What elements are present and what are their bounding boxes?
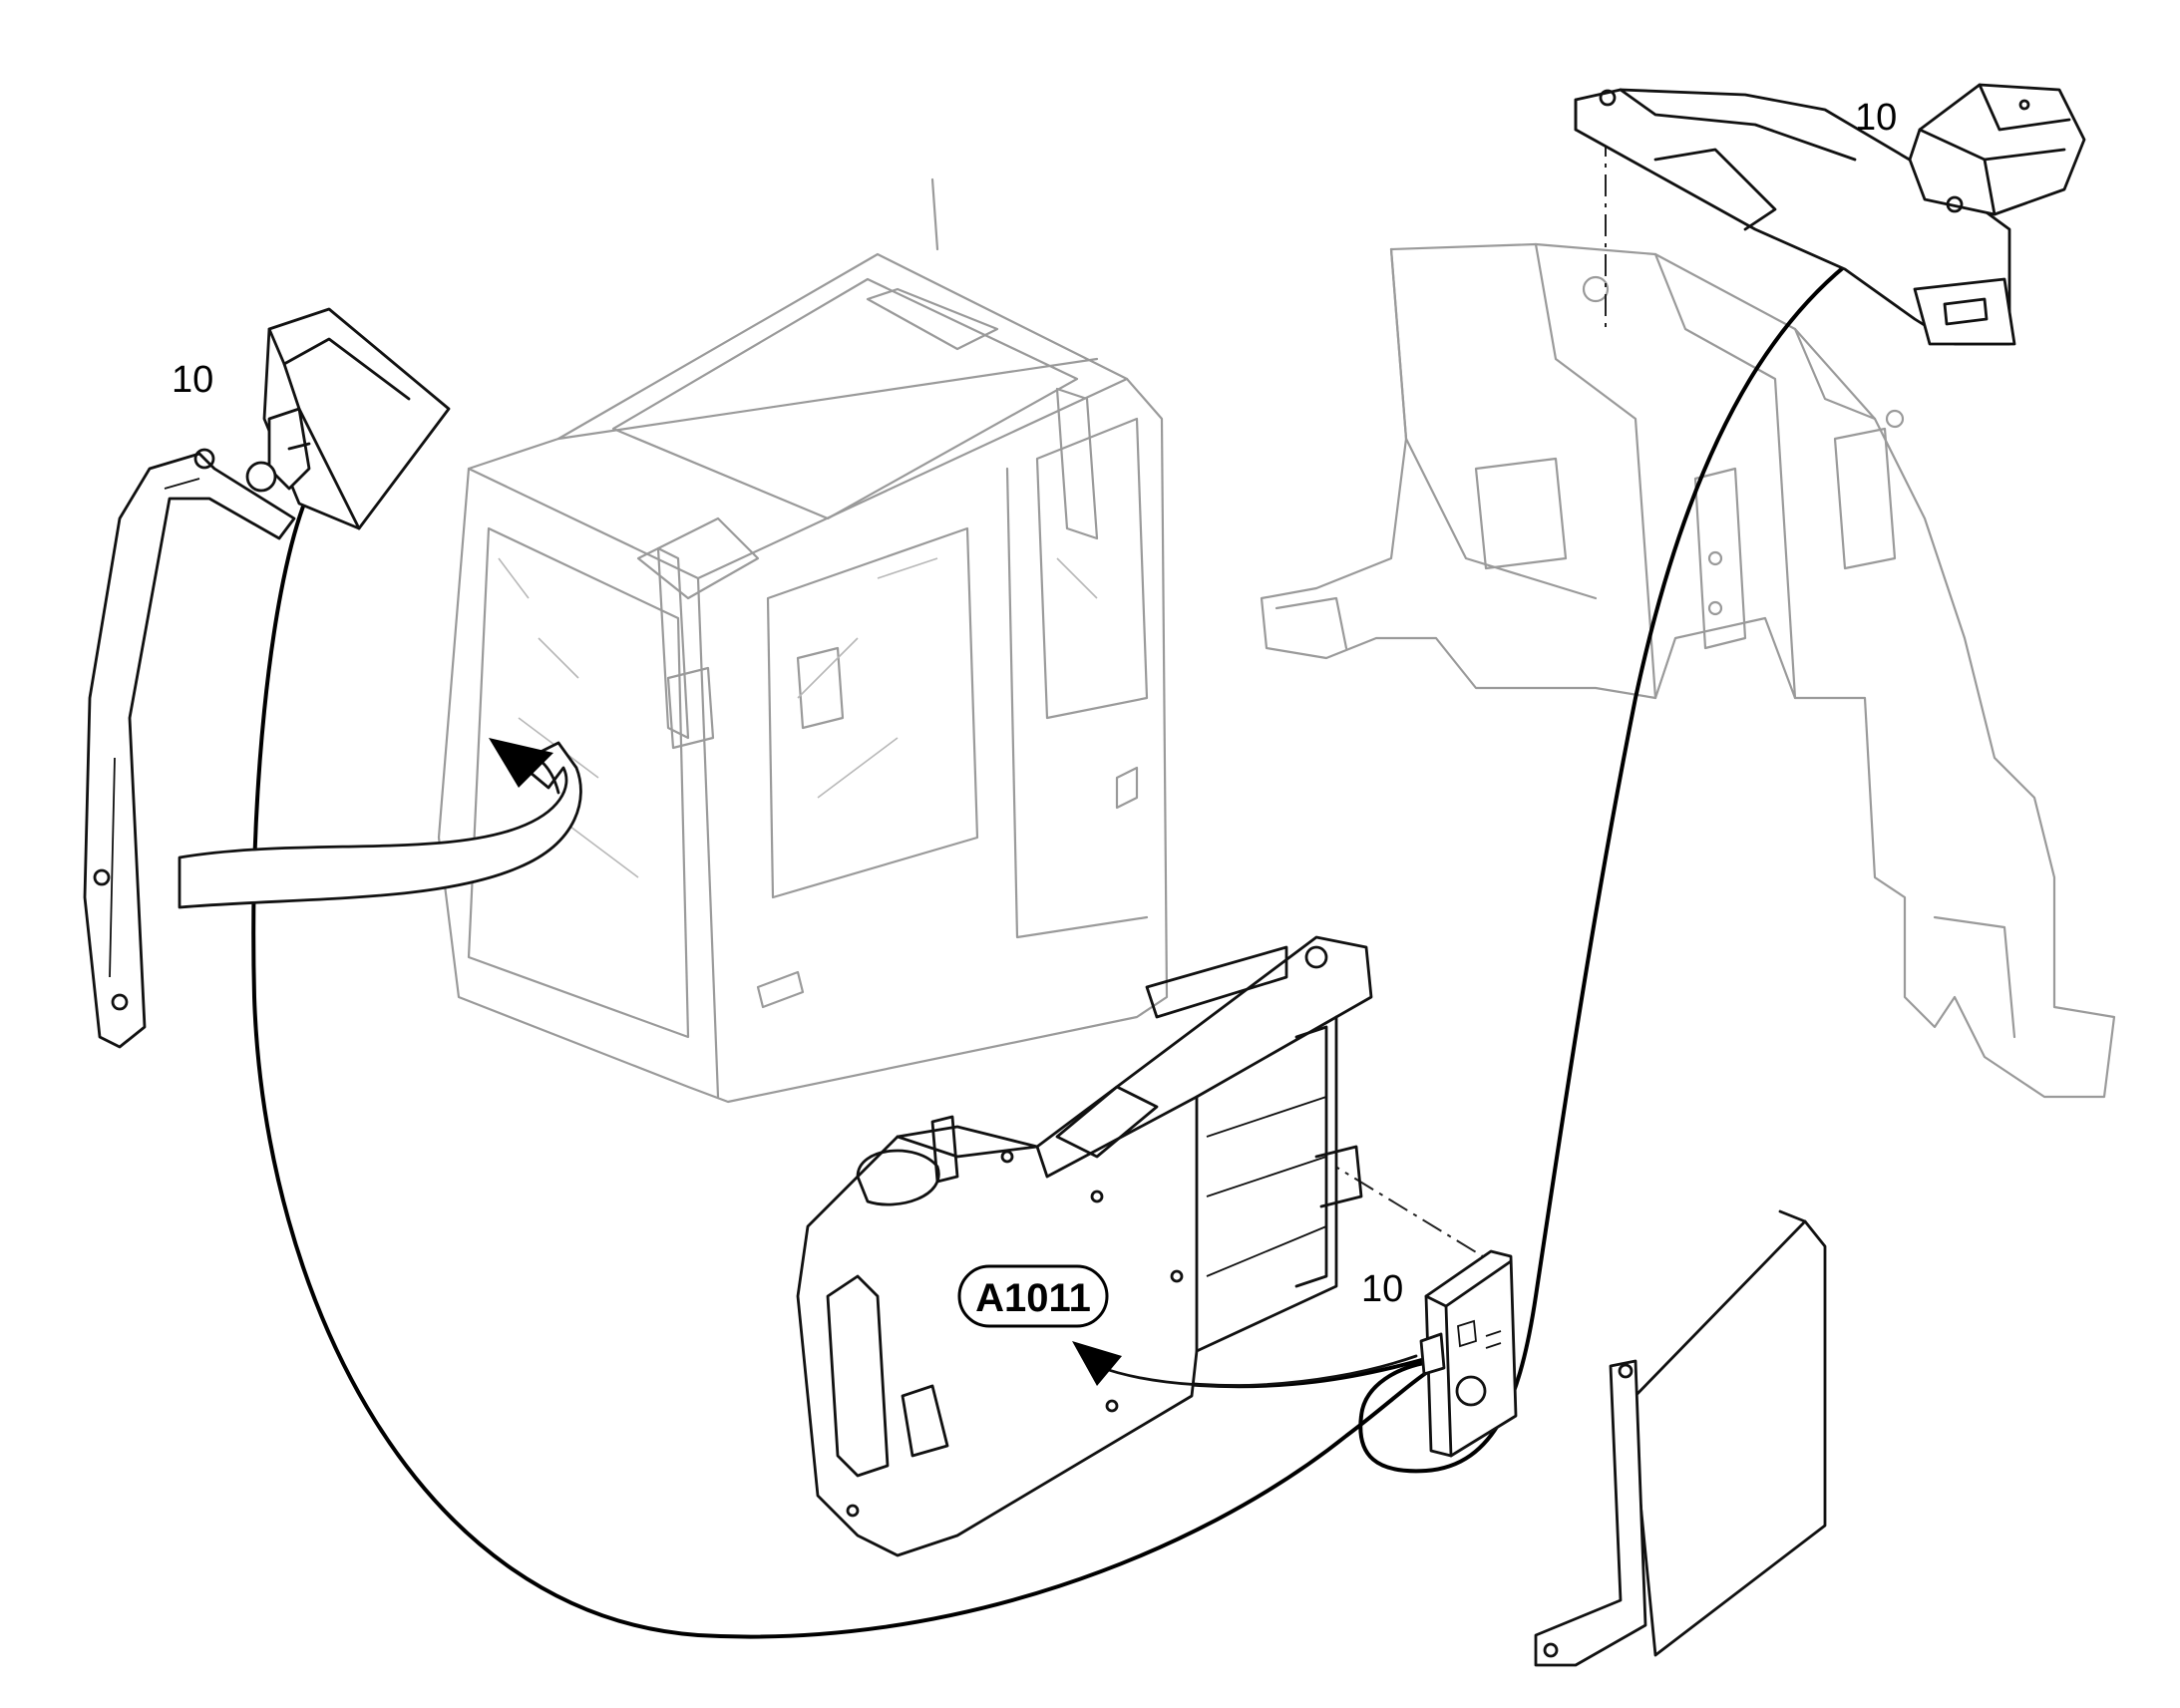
connector-reference-badge: A1011 — [957, 1264, 1109, 1328]
operator-console — [796, 935, 1373, 1557]
cab-location-arrow — [178, 738, 582, 909]
arrow-head-icon — [489, 738, 553, 788]
reference-arrow — [1072, 1341, 1418, 1388]
top-camera-assembly — [1574, 83, 2086, 346]
cable-left-camera — [251, 502, 1438, 1639]
upper-frame — [1260, 242, 2116, 1099]
side-panel — [1534, 1209, 1827, 1667]
item-number-top-camera: 10 — [1855, 97, 1897, 139]
operator-cab — [437, 177, 1169, 1104]
left-camera-assembly — [83, 307, 451, 1049]
reference-arrow-head-icon — [1072, 1341, 1122, 1386]
connector-reference-label: A1011 — [975, 1276, 1091, 1320]
camera-controller-module — [1419, 1249, 1518, 1458]
item-number-left-camera: 10 — [172, 359, 213, 401]
left-mount-bracket — [83, 452, 296, 1049]
item-number-controller: 10 — [1361, 1268, 1403, 1310]
top-camera-body — [1908, 83, 2086, 216]
cable-top-camera — [1358, 202, 1957, 1474]
